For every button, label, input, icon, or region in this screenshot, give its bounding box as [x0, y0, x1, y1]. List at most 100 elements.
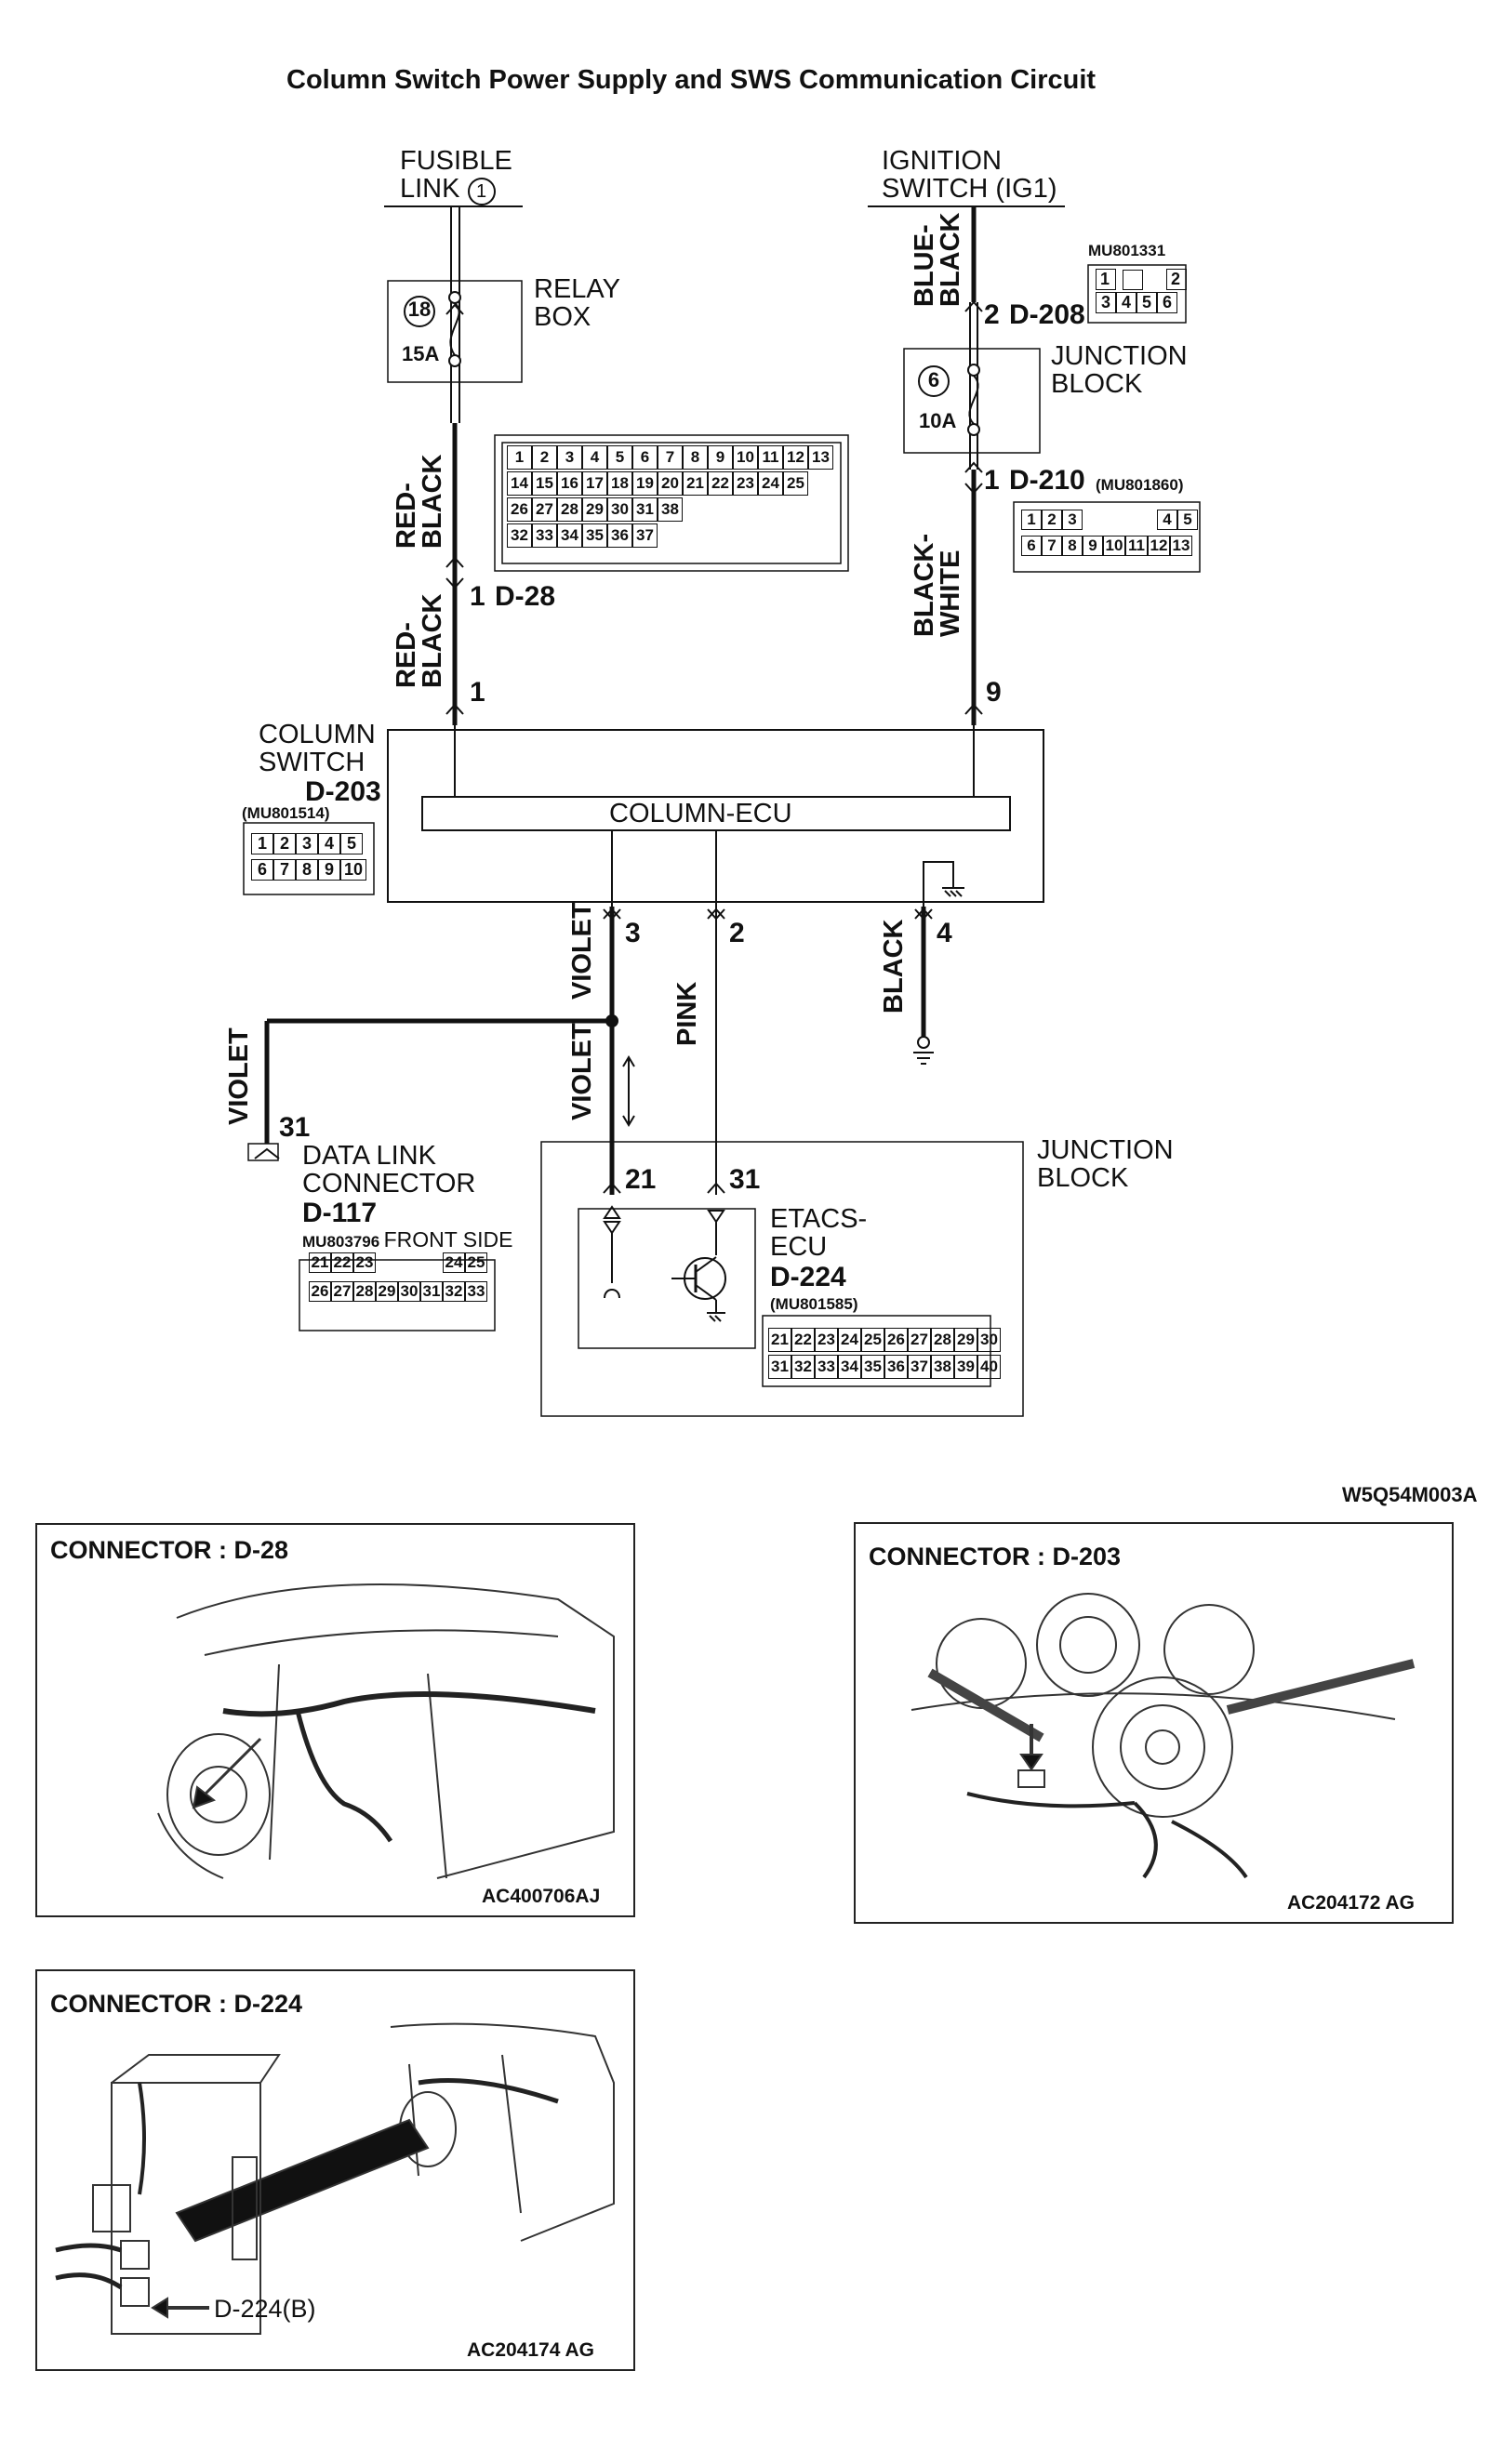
d208-connector-face — [1087, 264, 1187, 324]
etacs-id: D-224 — [770, 1262, 846, 1292]
fusible-link-line2: LINK 1 — [400, 175, 512, 205]
column-switch-label: COLUMN SWITCH — [259, 721, 376, 776]
d210-cell: 13 — [1170, 536, 1192, 556]
column-ecu-label: COLUMN-ECU — [609, 799, 792, 828]
connector-pin-cell: 28 — [557, 497, 582, 522]
wiring-diagram — [243, 205, 1201, 1417]
connector-pin-cell: 1 — [507, 445, 532, 470]
d28-connector-face — [494, 434, 849, 572]
connector-pin-cell: 23 — [733, 471, 758, 496]
d203-cell: 1 — [251, 833, 273, 854]
column-switch-pin-2: 2 — [729, 918, 745, 948]
dashboard-illustration — [157, 1583, 615, 1879]
figure-code: W5Q54M003A — [1342, 1483, 1478, 1506]
column-switch-id: D-203 — [305, 776, 381, 807]
connector-pin-cell: 30 — [607, 497, 632, 522]
fusible-link-number: 1 — [467, 178, 496, 205]
connector-pin-cell: 22 — [708, 471, 733, 496]
connector-pin-cell: 31 — [632, 497, 658, 522]
connector-pin-cell: 14 — [507, 471, 532, 496]
d208-cell: 1 — [1096, 269, 1116, 290]
connector-d224-panel: CONNECTOR : D-224 D-224(B) AC204174 AG — [35, 1969, 635, 2371]
d203-cell: 3 — [296, 833, 318, 854]
panel-d203-title: CONNECTOR : D-203 — [869, 1543, 1122, 1570]
d203-cell: 9 — [318, 859, 340, 881]
d203-cell: 2 — [273, 833, 296, 854]
d203-cell: 7 — [273, 859, 296, 881]
junction-block-lower-label: JUNCTION BLOCK — [1037, 1136, 1174, 1192]
connector-pin-cell: 29 — [582, 497, 607, 522]
connector-pin-cell: 10 — [733, 445, 758, 470]
d210-part: (MU801860) — [1096, 476, 1184, 494]
wire-blue-black: BLUE- BLACK — [910, 212, 965, 308]
connector-pin-cell: 36 — [884, 1355, 908, 1379]
connector-pin-cell: 6 — [632, 445, 658, 470]
wire-black-white: BLACK- WHITE — [910, 533, 965, 637]
column-switch-line2: SWITCH — [259, 748, 366, 777]
column-switch-pin-3: 3 — [625, 918, 641, 948]
connector-pin-cell: 37 — [632, 523, 658, 548]
d117-cell: 21 — [309, 1252, 331, 1273]
column-switch-pin-9: 9 — [986, 677, 1002, 708]
d117-cell: 29 — [376, 1281, 398, 1302]
d203-connector-face — [243, 822, 375, 895]
d208-cell: 4 — [1116, 292, 1136, 313]
panel-d28-title: CONNECTOR : D-28 — [50, 1536, 289, 1564]
d28-id: D-28 — [495, 581, 556, 612]
connector-pin-cell: 21 — [683, 471, 708, 496]
junction-fuse-number: 6 — [927, 368, 940, 391]
connector-pin-cell: 35 — [861, 1355, 884, 1379]
data-link-pin: 31 — [279, 1112, 311, 1143]
connector-pin-cell: 25 — [861, 1328, 884, 1352]
wire-violet-3: VIOLET — [224, 1027, 254, 1125]
connector-pin-cell: 8 — [683, 445, 708, 470]
connector-pin-cell: 30 — [977, 1328, 1001, 1352]
connector-pin-cell: 24 — [838, 1328, 861, 1352]
connector-pin-cell: 18 — [607, 471, 632, 496]
connector-pin-cell: 23 — [815, 1328, 838, 1352]
connector-pin-cell: 29 — [954, 1328, 977, 1352]
column-switch-pin-4: 4 — [937, 918, 952, 948]
d117-connector-face — [299, 1259, 496, 1331]
connector-pin-cell: 33 — [532, 523, 557, 548]
d117-cell: 28 — [353, 1281, 376, 1302]
d203-cell: 8 — [296, 859, 318, 881]
d224-callout: D-224(B) — [214, 2295, 316, 2323]
etacs-label: ETACS- ECU — [770, 1205, 867, 1261]
connector-pin-cell: 27 — [908, 1328, 931, 1352]
data-link-line2: CONNECTOR — [302, 1169, 476, 1199]
connector-pin-cell: 26 — [884, 1328, 908, 1352]
relay-box-line2: BOX — [534, 302, 591, 332]
connector-pin-cell: 31 — [768, 1355, 791, 1379]
d210-cell: 11 — [1125, 536, 1148, 556]
connector-pin-cell: 37 — [908, 1355, 931, 1379]
connector-pin-cell: 9 — [708, 445, 733, 470]
connector-pin-cell: 36 — [607, 523, 632, 548]
connector-pin-cell: 26 — [507, 497, 532, 522]
connector-pin-cell: 32 — [507, 523, 532, 548]
relay-fuse-rating: 15A — [402, 342, 440, 365]
connector-pin-cell: 7 — [658, 445, 683, 470]
connector-pin-cell: 38 — [931, 1355, 954, 1379]
column-switch-part: (MU801514) — [242, 804, 330, 822]
junction-block-upper-line1: JUNCTION — [1051, 341, 1188, 371]
wire-red-black-1: RED- BLACK — [392, 454, 447, 550]
wire-violet-2: VIOLET — [567, 1023, 597, 1120]
relay-fuse-number: 18 — [407, 298, 432, 321]
connector-pin-cell: 39 — [954, 1355, 977, 1379]
connector-pin-cell: 15 — [532, 471, 557, 496]
junction-block-upper-line2: BLOCK — [1051, 369, 1143, 399]
connector-pin-cell: 11 — [758, 445, 783, 470]
etacs-line1: ETACS- — [770, 1204, 868, 1234]
d208-cell: 3 — [1096, 292, 1116, 313]
d117-cell: 31 — [420, 1281, 443, 1302]
d210-cell: 4 — [1157, 510, 1177, 530]
d203-cell: 6 — [251, 859, 273, 881]
connector-pin-cell: 4 — [582, 445, 607, 470]
connector-pin-cell: 24 — [758, 471, 783, 496]
d210-cell: 9 — [1083, 536, 1103, 556]
